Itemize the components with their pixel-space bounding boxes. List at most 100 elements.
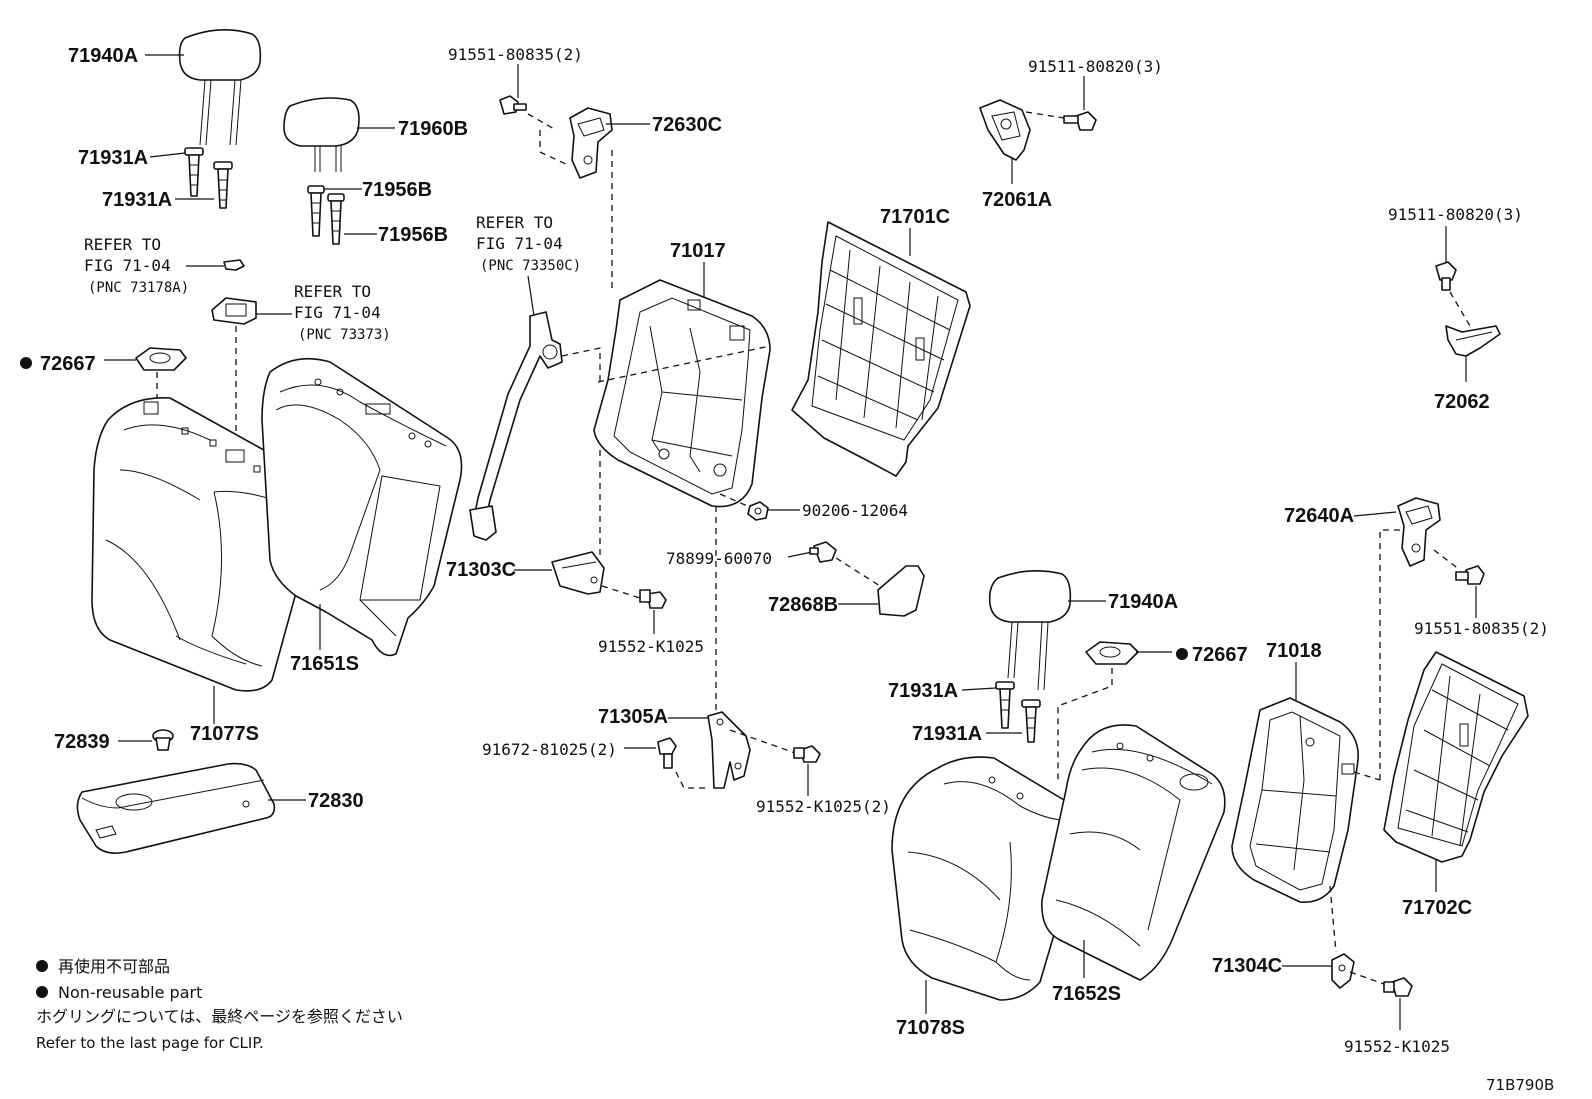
callout-71960b: 71960B — [398, 118, 468, 140]
callout-91552-2: 91552-K1025(2) — [756, 797, 891, 816]
figure-id: 71B790B — [1486, 1076, 1554, 1094]
bolt-91552-mid — [639, 589, 667, 609]
seatback-frame-71018 — [1231, 697, 1359, 903]
legend: 再使用不可部品 Non-reusable part ホグリングについては、最終ペ… — [36, 957, 403, 1052]
callout-71305a: 71305A — [598, 706, 668, 728]
headrest-guide-71956b-a — [307, 185, 325, 237]
headrest-guide-71956b-b — [327, 193, 345, 245]
screw-72839 — [152, 729, 174, 751]
seatback-cover-71077s — [91, 397, 319, 692]
headrest-71940a-right — [988, 570, 1072, 691]
callout-72667-right: 72667 — [1192, 644, 1248, 666]
ref1-line1: REFER TO — [84, 235, 161, 254]
headrest-71960b — [283, 97, 360, 172]
bracket-71303c — [551, 551, 605, 595]
callout-71651s: 71651S — [290, 653, 359, 675]
clip-73178a — [223, 259, 245, 271]
bezel-72667-left — [135, 347, 187, 371]
ref2-line1: REFER TO — [294, 282, 371, 301]
callout-71931a-d: 71931A — [912, 723, 982, 745]
bracket-72062 — [1445, 325, 1501, 357]
screw-78899 — [809, 541, 837, 563]
headrest-guide-71931a-b — [213, 161, 233, 209]
seatback-cover-71078s — [891, 756, 1085, 1001]
callout-71702c: 71702C — [1402, 897, 1472, 919]
ref2-line2: FIG 71-04 — [294, 303, 381, 322]
callout-72062: 72062 — [1434, 391, 1490, 413]
callout-71701c: 71701C — [880, 206, 950, 228]
seatback-board-71701c — [791, 221, 971, 477]
hinge-72630c — [569, 107, 613, 179]
armrest-72830 — [76, 762, 276, 854]
bezel-72667-right — [1085, 641, 1139, 665]
callout-71017: 71017 — [670, 240, 726, 262]
ref2-line3: (PNC 73373) — [298, 327, 391, 343]
headrest-guide-71931a-a — [184, 147, 204, 197]
bracket-71305a — [707, 711, 751, 789]
callout-91511-right: 91511-80820(3) — [1388, 205, 1523, 224]
callout-91672: 91672-81025(2) — [482, 740, 617, 759]
callout-71652s: 71652S — [1052, 983, 1121, 1005]
ref3-line2: FIG 71-04 — [476, 234, 563, 253]
callout-72868b: 72868B — [768, 594, 838, 616]
callout-91552-mid: 91552-K1025 — [598, 637, 704, 656]
headrest-guide-71931a-c — [995, 681, 1015, 729]
bolt-91552-br — [1383, 977, 1413, 997]
hinge-72640a — [1397, 497, 1441, 567]
callout-72667-left: 72667 — [40, 353, 96, 375]
bolt-91552-2 — [793, 745, 821, 763]
callout-91551-right: 91551-80835(2) — [1414, 619, 1549, 638]
bolt-91511-top — [1063, 111, 1097, 131]
bezel-73373 — [211, 297, 257, 325]
callout-72839: 72839 — [54, 731, 110, 753]
callout-71956b-b: 71956B — [378, 224, 448, 246]
callout-78899: 78899-60070 — [666, 549, 772, 568]
callout-91551-top: 91551-80835(2) — [448, 45, 583, 64]
ref3-line3: (PNC 73350C) — [480, 258, 581, 274]
callout-71931a-b: 71931A — [102, 189, 172, 211]
ref1-line3: (PNC 73178A) — [88, 280, 189, 296]
callout-71940a-right: 71940A — [1108, 591, 1178, 613]
callout-72630c: 72630C — [652, 114, 722, 136]
seatback-board-71702c — [1383, 651, 1529, 863]
callout-71303c: 71303C — [446, 559, 516, 581]
nut-90206 — [747, 501, 769, 521]
callout-91552-br: 91552-K1025 — [1344, 1037, 1450, 1056]
legend-line3: ホグリングについては、最終ページを参照ください — [36, 1007, 403, 1026]
callout-71078s: 71078S — [896, 1017, 965, 1039]
seatback-pad-71652s — [1041, 724, 1226, 981]
callout-71931a-c: 71931A — [888, 680, 958, 702]
seat-belt-73350c — [469, 311, 563, 541]
callout-71940a-top: 71940A — [68, 45, 138, 67]
bolt-91511-right — [1435, 261, 1457, 291]
headrest-guide-71931a-d — [1021, 699, 1041, 743]
legend-line1: 再使用不可部品 — [58, 957, 170, 976]
callout-90206: 90206-12064 — [802, 501, 908, 520]
non-reusable-mark-right — [1176, 648, 1188, 660]
cover-72868b — [877, 565, 925, 617]
bolt-91551-top — [499, 95, 527, 115]
callout-71018: 71018 — [1266, 640, 1322, 662]
headrest-71940a-top — [178, 29, 262, 146]
callout-71931a-a: 71931A — [78, 147, 148, 169]
bolt-91551-right — [1455, 565, 1485, 585]
callout-72640a: 72640A — [1284, 505, 1354, 527]
ref3-line1: REFER TO — [476, 213, 553, 232]
callout-72061a: 72061A — [982, 189, 1052, 211]
callout-91511-top: 91511-80820(3) — [1028, 57, 1163, 76]
callout-72830: 72830 — [308, 790, 364, 812]
legend-bullet-2 — [36, 986, 48, 998]
seatback-frame-71017 — [593, 279, 771, 508]
callout-71956b-a: 71956B — [362, 179, 432, 201]
legend-bullet-1 — [36, 960, 48, 972]
ref1-line2: FIG 71-04 — [84, 256, 171, 275]
callout-71077s: 71077S — [190, 723, 259, 745]
bracket-71304c — [1331, 953, 1355, 989]
seatback-pad-71651s — [261, 357, 463, 657]
callout-71304c: 71304C — [1212, 955, 1282, 977]
hinge-cover-72061a — [979, 99, 1031, 161]
legend-line2: Non-reusable part — [58, 983, 202, 1002]
bolt-91672 — [657, 737, 677, 769]
legend-line4: Refer to the last page for CLIP. — [36, 1034, 264, 1052]
